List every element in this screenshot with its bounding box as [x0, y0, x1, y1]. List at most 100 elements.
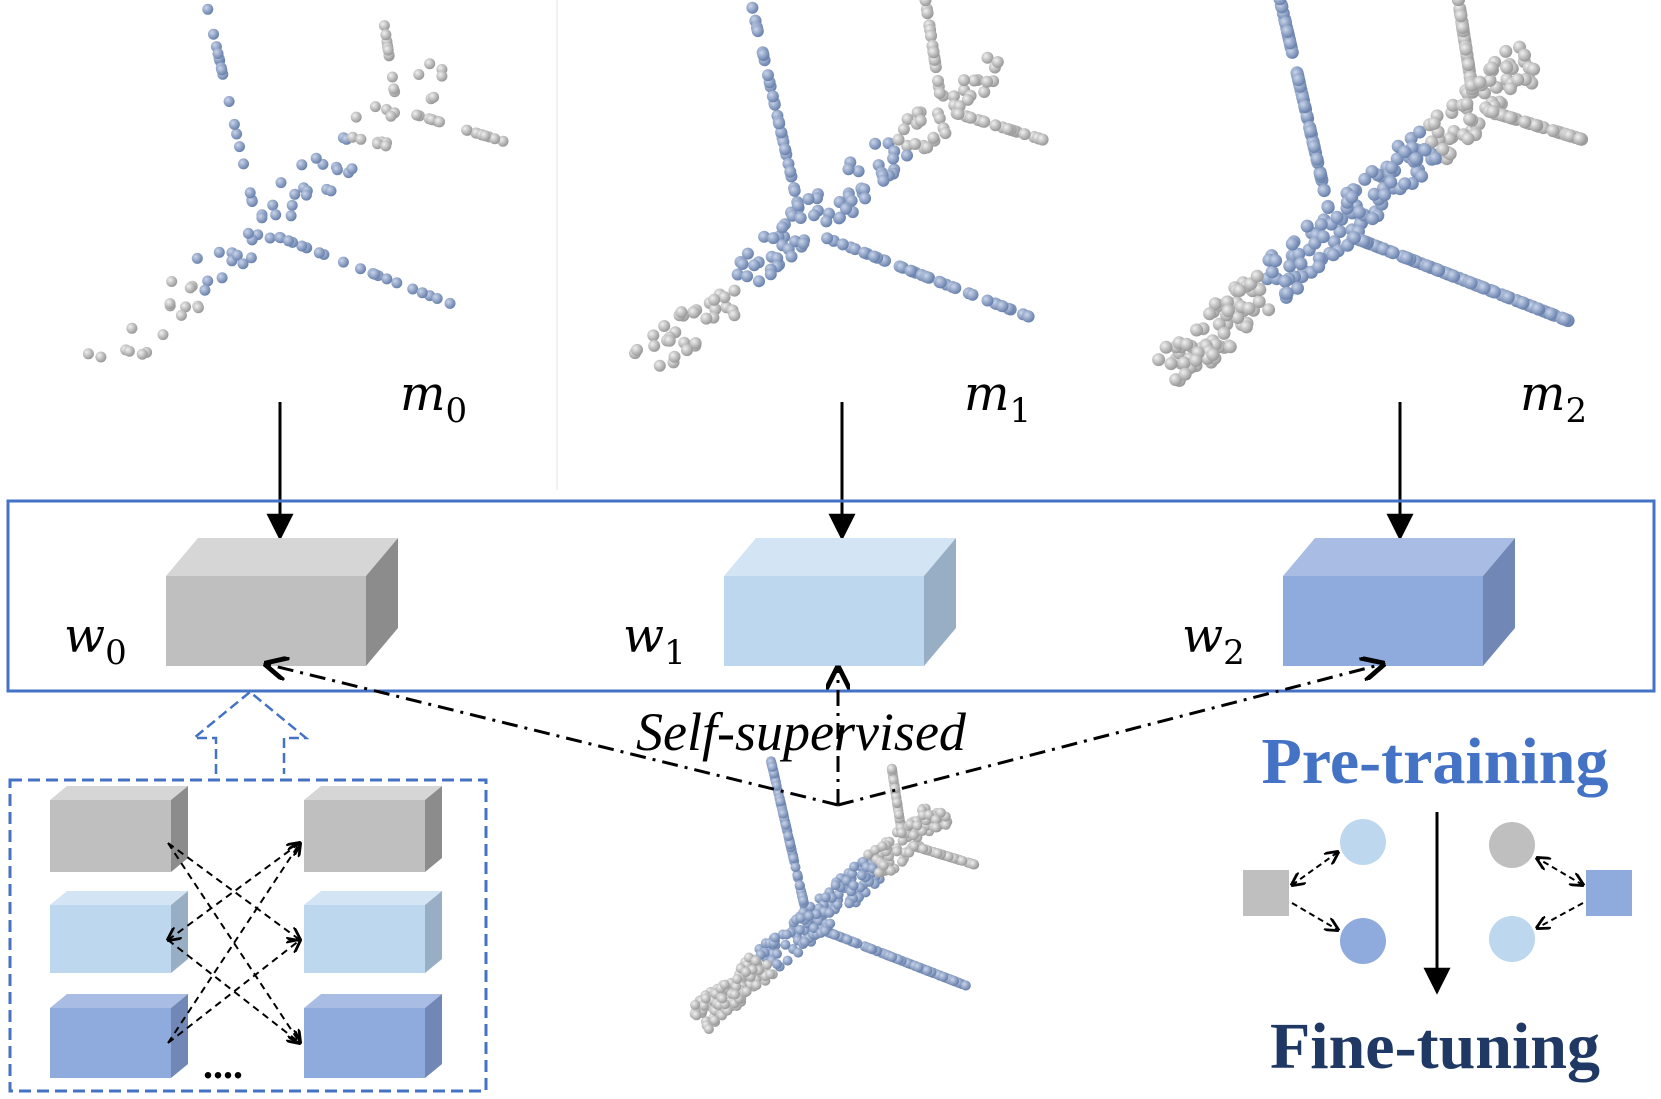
point-cloud-point: [767, 761, 778, 772]
point-cloud-point: [1316, 230, 1330, 244]
point-cloud-point: [444, 297, 456, 309]
detail-block-right-light-icon: [304, 891, 442, 973]
point-cloud-point: [957, 855, 968, 866]
point-cloud-point: [858, 183, 871, 196]
detail-block-left-gray-icon: [50, 786, 188, 872]
point-cloud-point: [300, 189, 312, 201]
point-cloud-point: [964, 111, 977, 124]
point-cloud-point: [709, 1015, 720, 1026]
point-cloud-point: [869, 137, 882, 150]
point-cloud-point: [918, 843, 929, 854]
ellipsis: ....: [203, 1042, 243, 1087]
point-cloud-point: [1544, 307, 1558, 321]
point-cloud-point: [202, 275, 214, 287]
point-cloud-point: [1223, 340, 1237, 354]
point-cloud-point: [792, 870, 803, 881]
point-cloud-point: [788, 853, 799, 864]
point-cloud-point: [123, 345, 135, 357]
point-cloud-point: [369, 268, 381, 280]
point-cloud-point: [331, 164, 343, 176]
point-cloud-point: [1330, 210, 1344, 224]
input-label-m1: m1: [964, 366, 1031, 431]
point-cloud-point: [191, 252, 203, 264]
point-cloud-point: [267, 199, 279, 211]
point-cloud-point: [1291, 281, 1304, 295]
point-cloud-point: [719, 979, 730, 990]
point-cloud-point: [1217, 326, 1231, 340]
point-cloud-point: [369, 101, 381, 113]
point-cloud-point: [82, 348, 94, 360]
point-cloud-point: [1378, 188, 1392, 202]
point-cloud-point: [653, 359, 666, 372]
point-cloud-point: [411, 109, 423, 121]
point-cloud-point: [136, 348, 148, 360]
point-cloud-point: [1312, 260, 1326, 274]
point-cloud-point: [793, 947, 804, 958]
point-cloud-point: [767, 232, 780, 245]
point-cloud-point: [830, 880, 841, 891]
point-cloud-point: [413, 69, 425, 80]
self-supervised-arrows-icon: [266, 664, 1383, 807]
point-cloud-point: [781, 929, 792, 940]
point-cloud-point: [658, 320, 671, 332]
point-cloud-point: [1317, 184, 1331, 198]
point-cloud-point: [289, 188, 301, 200]
point-cloud-point: [892, 797, 902, 808]
point-cloud-point: [691, 1010, 702, 1021]
point-cloud-point: [930, 822, 941, 833]
point-cloud-point: [933, 87, 946, 99]
point-cloud-point: [350, 111, 362, 123]
point-cloud-point: [1001, 123, 1014, 135]
point-cloud-point: [246, 195, 258, 207]
point-cloud-point: [431, 293, 443, 304]
point-cloud-point: [1413, 125, 1427, 139]
point-cloud-point: [1485, 61, 1499, 75]
point-cloud-point: [1531, 302, 1545, 316]
point-cloud-point: [242, 227, 254, 239]
point-cloud-point: [386, 71, 398, 83]
point-cloud-point: [904, 264, 917, 277]
point-cloud-point: [1400, 251, 1414, 265]
point-cloud-point: [234, 141, 245, 153]
point-cloud-point: [1516, 296, 1530, 310]
point-cloud-point: [785, 839, 796, 850]
point-cloud-point: [795, 912, 806, 923]
point-cloud-point: [1487, 285, 1501, 299]
model-label-w1: w1: [623, 608, 686, 673]
point-cloud-point: [238, 158, 249, 170]
point-cloud-point: [1483, 73, 1497, 87]
point-cloud-point: [889, 783, 900, 794]
point-cloud-point: [1022, 310, 1035, 323]
point-cloud-point: [1500, 61, 1514, 74]
point-cloud-point: [762, 959, 773, 970]
point-cloud-point: [1499, 44, 1513, 58]
point-cloud-point: [932, 74, 944, 87]
point-cloud-point: [1159, 340, 1173, 354]
point-cloud-point: [1460, 97, 1474, 111]
point-cloud-point: [930, 814, 941, 825]
point-cloud-point: [968, 859, 979, 870]
point-cloud-point: [1459, 42, 1473, 56]
point-cloud-point: [797, 237, 810, 250]
point-cloud-point: [1358, 172, 1372, 186]
point-cloud-point: [842, 163, 855, 176]
point-cloud-point: [780, 939, 791, 950]
point-cloud-point: [95, 351, 107, 363]
point-cloud-point: [1206, 348, 1220, 362]
point-cloud-point: [385, 110, 397, 122]
point-cloud-point: [1250, 269, 1264, 283]
point-cloud-point: [940, 819, 951, 830]
point-cloud-point: [436, 70, 448, 82]
point-cloud-point: [912, 820, 923, 831]
point-cloud-point: [1321, 201, 1335, 214]
point-cloud-point: [1018, 128, 1031, 141]
point-cloud-point: [296, 159, 308, 171]
point-cloud-point: [873, 867, 884, 878]
point-cloud-point: [1409, 152, 1423, 166]
point-cloud-point: [989, 119, 1002, 132]
point-cloud-point: [741, 967, 751, 978]
point-cloud-point: [886, 764, 897, 775]
point-cloud-point: [1262, 303, 1276, 317]
self-supervised-label: Self-supervised: [636, 702, 967, 762]
